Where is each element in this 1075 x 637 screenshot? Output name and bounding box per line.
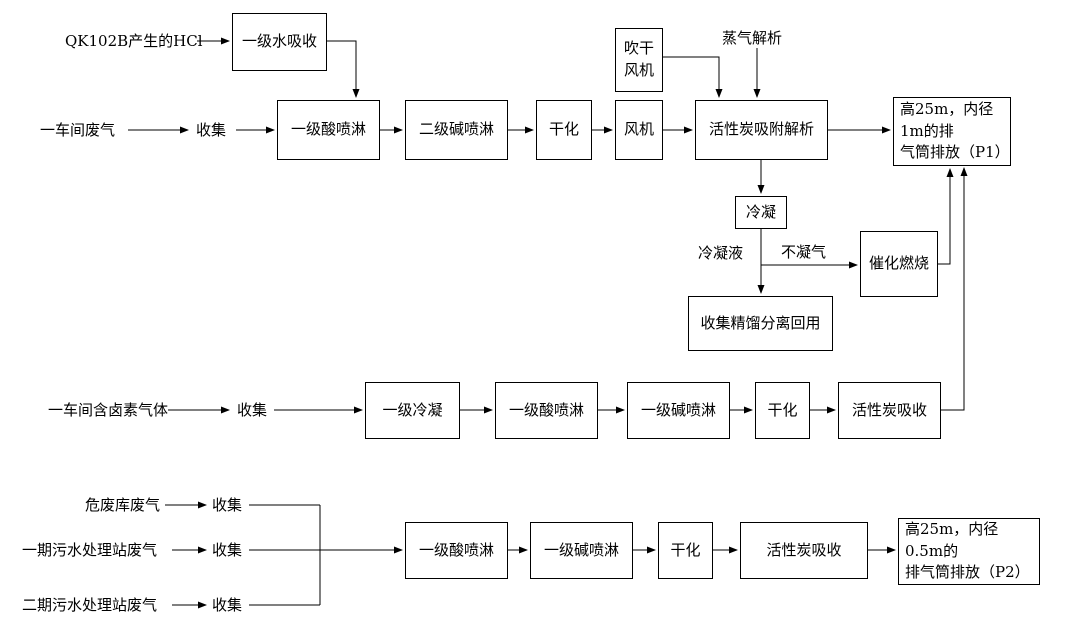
collect-label-r4a: 收集	[212, 496, 243, 514]
fan-box-r2: 风机	[615, 100, 663, 160]
collect-label-r4b: 收集	[212, 541, 243, 559]
collect-label-r4c: 收集	[212, 596, 243, 614]
workshop1-halogen-gas-label: 一车间含卤素气体	[48, 401, 169, 419]
acid-spray-box-r4: 一级酸喷淋	[405, 522, 508, 579]
acid-spray-box-r3: 一级酸喷淋	[495, 382, 598, 439]
condensation1-box-r3: 一级冷凝	[365, 382, 460, 439]
water-absorption-box: 一级水吸收	[232, 13, 327, 71]
stack-p1-box: 高25m，内径1m的排 气筒排放（P1）	[893, 97, 1011, 166]
blow-dry-fan-box: 吹干 风机	[615, 28, 663, 92]
alkali-spray-box-r3: 一级碱喷淋	[627, 382, 730, 439]
source-qk102b-label: QK102B产生的HCl	[65, 32, 203, 50]
catalytic-combustion-box: 催化燃烧	[860, 231, 938, 297]
workshop1-gas-label: 一车间废气	[40, 121, 116, 139]
distill-recycle-box: 收集精馏分离回用	[688, 296, 833, 351]
collect-label-r2: 收集	[196, 121, 227, 139]
non-condensable-gas-label: 不凝气	[781, 243, 827, 261]
condensation-box: 冷凝	[735, 196, 787, 229]
drying-box-r3: 干化	[755, 382, 810, 439]
carbon-absorb-box-r3: 活性炭吸收	[838, 382, 941, 439]
alkali-spray-box-r2: 二级碱喷淋	[405, 100, 508, 160]
collect-label-r3: 收集	[237, 401, 268, 419]
carbon-adsorb-desorb-box: 活性炭吸附解析	[695, 100, 828, 160]
condensate-label: 冷凝液	[698, 244, 744, 262]
drying-box-r2: 干化	[536, 100, 592, 160]
sewage1-gas-label: 一期污水处理站废气	[22, 541, 158, 559]
carbon-absorb-box-r4: 活性炭吸收	[740, 522, 868, 579]
steam-desorption-label: 蒸气解析	[722, 29, 783, 47]
drying-box-r4: 干化	[658, 522, 713, 579]
sewage2-gas-label: 二期污水处理站废气	[22, 596, 158, 614]
flow-lines	[128, 37, 968, 609]
alkali-spray-box-r4: 一级碱喷淋	[530, 522, 633, 579]
stack-p2-box: 高25m，内径0.5m的 排气筒排放（P2）	[898, 518, 1040, 585]
hazwaste-gas-label: 危废库废气	[85, 496, 161, 514]
acid-spray-box-r2: 一级酸喷淋	[277, 100, 380, 160]
